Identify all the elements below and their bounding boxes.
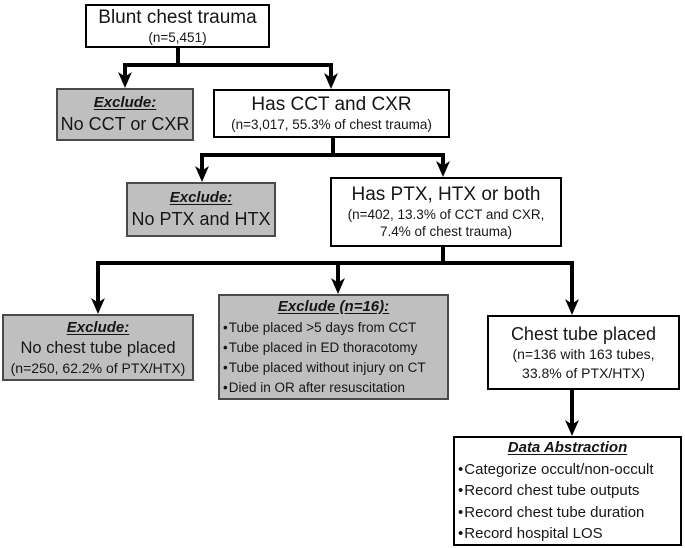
box-count: (n=3,017, 55.3% of chest trauma) bbox=[231, 117, 432, 132]
bullet-item: •Record chest tube outputs bbox=[458, 480, 678, 502]
box-title: Chest tube placed bbox=[510, 323, 657, 344]
exclude-heading: Exclude (n=16): bbox=[277, 297, 390, 315]
bullet-item: •Categorize occult/non-occult bbox=[458, 459, 678, 481]
box-title: Has CCT and CXR bbox=[251, 94, 412, 115]
box-exclude-no-cct-or-cxr: Exclude: No CCT or CXR bbox=[56, 88, 194, 141]
bullet-dot: • bbox=[458, 503, 464, 521]
box-title: Has PTX, HTX or both bbox=[351, 184, 541, 205]
box-exclude-no-chest-tube-placed: Exclude: No chest tube placed (n=250, 62… bbox=[2, 314, 194, 381]
bullet-text: Record chest tube duration bbox=[464, 503, 645, 521]
bullet-text: Tube placed in ED thoracotomy bbox=[228, 339, 418, 355]
box-count: (n=136 with 163 tubes, 33.8% of PTX/HTX) bbox=[489, 345, 678, 383]
box-title: Blunt chest trauma bbox=[98, 6, 257, 28]
exclude-heading: Exclude: bbox=[66, 318, 130, 336]
bullet-item: •Tube placed >5 days from CCT bbox=[223, 318, 445, 338]
exclude-body: No PTX and HTX bbox=[131, 209, 271, 229]
box-exclude-no-ptx-and-htx: Exclude: No PTX and HTX bbox=[126, 182, 276, 237]
exclude-heading: Exclude: bbox=[93, 94, 157, 111]
count-line: (n=136 with 163 tubes, bbox=[512, 345, 655, 362]
bullet-item: •Died in OR after resuscitation bbox=[223, 378, 445, 398]
bullet-dot: • bbox=[223, 359, 228, 375]
bullet-dot: • bbox=[458, 460, 464, 478]
box-chest-tube-placed: Chest tube placed (n=136 with 163 tubes,… bbox=[487, 315, 680, 390]
exclude-body: No chest tube placed bbox=[20, 338, 176, 357]
bullet-dot: • bbox=[223, 379, 228, 395]
bullet-text: Tube placed >5 days from CCT bbox=[228, 319, 417, 335]
bullet-text: Record hospital LOS bbox=[464, 525, 603, 542]
bullet-dot: • bbox=[458, 482, 464, 499]
data-abstraction-bullet-list: •Categorize occult/non-occult •Record ch… bbox=[455, 459, 680, 545]
bullet-text: Died in OR after resuscitation bbox=[228, 379, 406, 395]
bullet-dot: • bbox=[458, 525, 464, 542]
bullet-text: Record chest tube outputs bbox=[464, 482, 640, 499]
box-blunt-chest-trauma: Blunt chest trauma (n=5,451) bbox=[85, 4, 270, 48]
bullet-item: •Record chest tube duration bbox=[458, 502, 678, 524]
box-count: (n=5,451) bbox=[148, 29, 207, 45]
exclude-heading: Exclude: bbox=[169, 189, 233, 206]
box-count: (n=250, 62.2% of PTX/HTX) bbox=[10, 359, 186, 376]
bullet-item: •Tube placed in ED thoracotomy bbox=[223, 338, 445, 358]
bullet-text: Categorize occult/non-occult bbox=[464, 460, 654, 478]
box-exclude-n16: Exclude (n=16): •Tube placed >5 days fro… bbox=[218, 294, 449, 400]
bullet-item: •Tube placed without injury on CT bbox=[223, 358, 445, 378]
box-has-ptx-htx-or-both: Has PTX, HTX or both (n=402, 13.3% of CC… bbox=[330, 177, 562, 247]
bullet-dot: • bbox=[223, 339, 228, 355]
box-data-abstraction: Data Abstraction •Categorize occult/non-… bbox=[453, 436, 682, 546]
count-line: 33.8% of PTX/HTX) bbox=[522, 364, 645, 381]
bullet-text: Tube placed without injury on CT bbox=[228, 359, 426, 375]
data-abstraction-heading: Data Abstraction bbox=[507, 438, 628, 456]
count-line: (n=402, 13.3% of CCT and CXR, bbox=[347, 207, 545, 222]
exclude-body: No CCT or CXR bbox=[60, 114, 190, 134]
bullet-dot: • bbox=[223, 319, 228, 335]
exclude-bullet-list: •Tube placed >5 days from CCT •Tube plac… bbox=[220, 318, 447, 398]
box-has-cct-and-cxr: Has CCT and CXR (n=3,017, 55.3% of chest… bbox=[213, 89, 450, 138]
bullet-item: •Record hospital LOS bbox=[458, 523, 678, 545]
count-line: 7.4% of chest trauma) bbox=[379, 224, 513, 239]
box-count: (n=402, 13.3% of CCT and CXR, 7.4% of ch… bbox=[332, 206, 560, 240]
